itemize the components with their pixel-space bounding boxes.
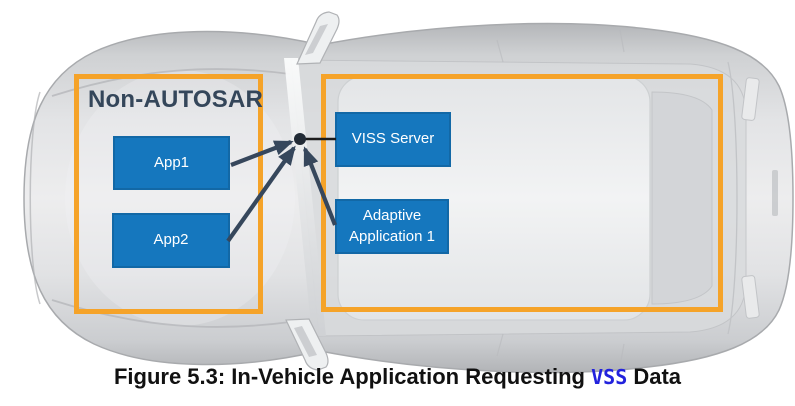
node-app1-label: App1 — [153, 153, 190, 171]
car-rear-tab-top — [741, 77, 760, 121]
car-rear-tab-bottom — [741, 275, 760, 319]
node-app1: App1 — [113, 136, 230, 190]
figure-caption: Figure 5.3: In-Vehicle Application Reque… — [0, 364, 795, 390]
node-viss-server-label: VISS Server — [351, 130, 435, 148]
node-app2-label: App2 — [153, 231, 189, 249]
car-mirror-bottom — [285, 318, 329, 371]
adaptive-zone — [321, 74, 723, 312]
car-rear-badge — [772, 170, 778, 216]
car-rear-seam — [727, 61, 738, 335]
car-front-bumper-seam — [29, 91, 41, 305]
node-viss-server: VISS Server — [335, 112, 451, 167]
car-rear-window — [651, 91, 713, 305]
node-adaptive-application-1: Adaptive Application 1 — [335, 199, 449, 254]
caption-vss-highlight: VSS — [591, 365, 628, 389]
caption-suffix: Data — [627, 364, 682, 389]
node-app2: App2 — [112, 213, 230, 268]
car-hood-crease-top — [51, 68, 291, 97]
car-mirror-top — [296, 11, 340, 65]
caption-prefix: Figure 5.3: In-Vehicle Application Reque… — [113, 364, 592, 389]
car-door-seam-bottom — [496, 333, 625, 367]
node-adaptive-application-1-label: Adaptive Application 1 — [349, 207, 435, 245]
car-door-seam-top — [496, 29, 625, 63]
non-autosar-zone-title: Non-AUTOSAR — [88, 86, 264, 113]
